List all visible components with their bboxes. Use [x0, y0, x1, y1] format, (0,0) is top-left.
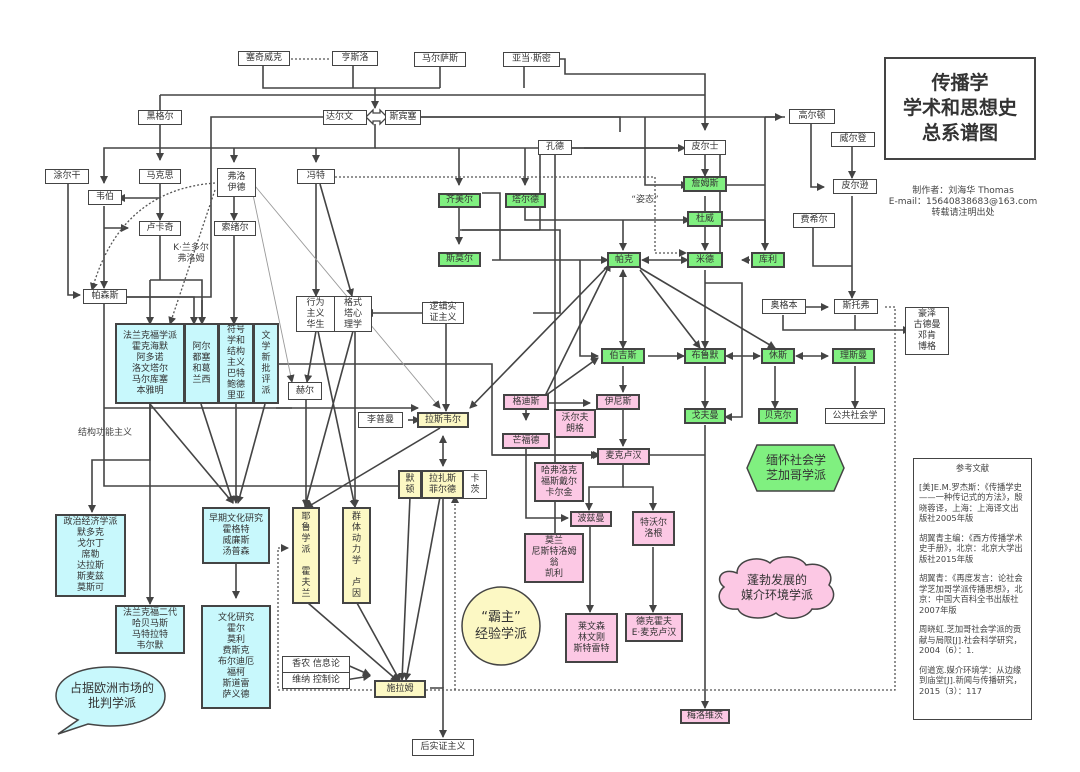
- author-line: 制作者：刘海华 Thomas: [912, 186, 1014, 196]
- node-xiusi[interactable]: 休斯: [761, 348, 795, 364]
- credit-block: 制作者：刘海华 Thomas E-mail：15640838683@163.co…: [888, 186, 1038, 219]
- node-post-positivism[interactable]: 后实证主义: [412, 739, 474, 756]
- node-political-economy[interactable]: 政治经济学派 默多克 戈尔丁 席勒 达拉斯 斯麦兹 莫斯可: [55, 514, 126, 597]
- label-structural-functionalism: 结构功能主义: [77, 428, 132, 438]
- node-semiotics-structuralism[interactable]: 符号 学和 结构 主义 巴特 鲍德 里亚: [218, 323, 254, 404]
- node-duwei[interactable]: 杜威: [687, 211, 723, 227]
- school-empirical: “霸主” 经验学派: [474, 610, 527, 642]
- references-panel: 参考文献 [美]E.M.罗杰斯：《传播学史——一种传记式的方法》，殷晓蓉译，上海…: [913, 458, 1032, 720]
- node-makesi[interactable]: 马克思: [139, 169, 181, 184]
- node-aogeben[interactable]: 奥格本: [762, 299, 806, 314]
- node-zhanmusi[interactable]: 詹姆斯: [683, 176, 727, 192]
- node-mcluhan[interactable]: 麦克卢汉: [597, 448, 650, 465]
- node-maersasi[interactable]: 马尔萨斯: [414, 52, 466, 67]
- node-gestalt[interactable]: 格式 塔心 理学: [334, 296, 372, 332]
- node-bulumo[interactable]: 布鲁默: [684, 348, 726, 364]
- node-havelock-group[interactable]: 哈弗洛克 福斯戴尔 卡尔金: [534, 462, 584, 502]
- node-gefuman[interactable]: 戈夫曼: [684, 408, 726, 424]
- node-mangfude[interactable]: 芒福德: [502, 433, 550, 449]
- node-weibo[interactable]: 韦伯: [88, 190, 122, 205]
- node-heigeer[interactable]: 黑格尔: [138, 110, 182, 125]
- node-pasensi[interactable]: 帕森斯: [83, 289, 127, 304]
- node-molan-group[interactable]: 莫兰 尼斯特洛姆 翁 凯利: [524, 533, 584, 583]
- reference-item: [美]E.M.罗杰斯：《传播学史——一种传记式的方法》，殷晓蓉译，上海：上海译文…: [919, 481, 1023, 524]
- node-cultural-studies[interactable]: 文化研究 霍尔 莫利 费斯克 布尔迪厄 福柯 斯道雷 萨义德: [201, 605, 271, 709]
- node-kaci[interactable]: 卡 茨: [463, 470, 487, 499]
- node-shilamu[interactable]: 施拉姆: [374, 680, 426, 698]
- node-behaviorism[interactable]: 行为 主义 华生: [296, 296, 335, 332]
- node-spencer[interactable]: 斯宾塞: [385, 110, 421, 125]
- node-tuerqian[interactable]: 涂尔干: [45, 169, 89, 184]
- node-modun[interactable]: 默 顿: [398, 470, 422, 499]
- node-beikeer[interactable]: 贝克尔: [758, 408, 798, 424]
- node-kuli[interactable]: 库利: [751, 252, 785, 268]
- node-new-criticism[interactable]: 文 学 新 批 评 派: [253, 323, 279, 404]
- circle-shape-icon: [461, 586, 541, 666]
- node-lipuman[interactable]: 李普曼: [358, 412, 403, 428]
- node-postman[interactable]: 波兹曼: [570, 511, 612, 527]
- repost-note: 转载请注明出处: [931, 208, 995, 218]
- reference-item: 何道宽.媒介环境学：从边缘到庙堂[J].新闻与传播研究，2015（3）：117: [919, 664, 1022, 696]
- school-chicago: 缅怀社会学 芝加哥学派: [765, 453, 826, 482]
- bidirectional-arrow-icon: [365, 108, 388, 126]
- node-kongde[interactable]: 孔德: [538, 140, 572, 155]
- school-media-ecology: 蓬勃发展的 媒介环境学派: [740, 573, 813, 602]
- node-simoer[interactable]: 斯莫尔: [438, 252, 481, 267]
- node-yinisi[interactable]: 伊尼斯: [596, 394, 640, 410]
- node-fengte[interactable]: 冯特: [297, 169, 335, 184]
- node-bojisi[interactable]: 伯吉斯: [601, 348, 645, 364]
- references-title: 参考文献: [955, 463, 990, 473]
- hexagon-shape-icon: [746, 444, 845, 492]
- node-early-cultural-studies[interactable]: 早期文化研究 霍格特 威廉斯 汤普森: [202, 507, 270, 564]
- node-logical-positivism[interactable]: 逻辑实 证主义: [422, 302, 464, 324]
- speech-bubble-icon: [55, 666, 166, 735]
- node-yale-school[interactable]: 耶 鲁 学 派 霍 夫 兰: [292, 507, 320, 604]
- school-critical: 占据欧洲市场的 批判学派: [69, 681, 154, 710]
- node-gedisi[interactable]: 格迪斯: [503, 394, 549, 410]
- node-lukaqi[interactable]: 卢卡奇: [139, 221, 181, 236]
- node-hengsiluo[interactable]: 亨斯洛: [332, 51, 378, 66]
- reference-item: 胡翼青：《再度发言：论社会学芝加哥学派传播思想》，北京：中国大百科全书出版社20…: [919, 573, 1023, 615]
- node-situofu[interactable]: 斯托弗: [834, 299, 878, 314]
- node-fuluoyide[interactable]: 弗洛 伊德: [217, 168, 256, 197]
- node-suoxuer[interactable]: 索绪尔: [214, 221, 256, 236]
- node-levinson-group[interactable]: 莱文森 林文刚 斯特雷特: [565, 613, 618, 663]
- node-shannon[interactable]: 香农 信息论: [282, 656, 350, 673]
- node-frankfurt-second[interactable]: 法兰克福二代 哈贝马斯 马特拉特 韦尔默: [115, 605, 185, 654]
- cloud-shape-icon: [718, 556, 835, 619]
- node-tewoer-logan[interactable]: 特沃尔 洛根: [632, 511, 675, 546]
- node-frankfurt-school[interactable]: 法兰克福学派 霍克海默 阿多诺 洛文塔尔 马尔库塞 本雅明: [115, 323, 185, 404]
- node-taerde[interactable]: 塔尔德: [505, 193, 546, 208]
- node-feixier[interactable]: 费希尔: [793, 213, 835, 228]
- node-lisiman[interactable]: 理斯曼: [832, 348, 875, 364]
- reference-item: 周晓虹.芝加哥社会学派的贡献与局限[J].社会科学研究，2004（6）：1.: [919, 624, 1022, 655]
- node-group-dynamics[interactable]: 群 体 动 力 学 卢 因: [342, 507, 371, 604]
- node-dekehuofu[interactable]: 德克霍夫 E·麦克卢汉: [625, 613, 683, 642]
- node-haoze[interactable]: 豪泽 古德曼 邓肯 博格: [905, 307, 949, 355]
- node-gonggong[interactable]: 公共社会学: [825, 408, 885, 424]
- reference-item: 胡翼青主编：《西方传播学术史手册》，北京：北京大学出版社2015年版: [919, 532, 1023, 564]
- node-lasiweier[interactable]: 拉斯韦尔: [417, 412, 469, 428]
- node-mide[interactable]: 米德: [687, 252, 723, 268]
- node-meyrowitz[interactable]: 梅洛维茨: [680, 709, 730, 724]
- node-saqiweike[interactable]: 塞奇威克: [238, 51, 290, 66]
- node-wiener[interactable]: 维纳 控制论: [282, 672, 350, 689]
- node-heer[interactable]: 赫尔: [288, 382, 322, 400]
- node-weierdeng[interactable]: 威尔登: [831, 132, 875, 147]
- label-gesture: “姿态”: [631, 195, 659, 205]
- node-piershi[interactable]: 皮尔士: [684, 140, 726, 155]
- node-althusser-gramsci[interactable]: 阿尔 都塞 和葛 兰西: [184, 323, 219, 404]
- label-landuoer-fromm: K·兰多尔 弗洛姆: [173, 243, 209, 264]
- node-adam-smith[interactable]: 亚当·斯密: [503, 52, 560, 67]
- node-pake[interactable]: 帕克: [607, 252, 641, 268]
- node-gaoerdun[interactable]: 高尔顿: [789, 109, 835, 124]
- node-qimeier[interactable]: 齐美尔: [438, 193, 481, 208]
- node-pierxun[interactable]: 皮尔逊: [833, 179, 877, 194]
- email-line: E-mail：15640838683@163.com: [888, 197, 1038, 207]
- node-darwin[interactable]: 达尔文: [323, 110, 367, 125]
- diagram-title: 传播学 学术和思想史 总系谱图: [884, 57, 1036, 160]
- node-woerfu-lange[interactable]: 沃尔夫 朗格: [554, 409, 596, 438]
- node-lazhasi[interactable]: 拉扎斯 菲尔德: [421, 470, 464, 499]
